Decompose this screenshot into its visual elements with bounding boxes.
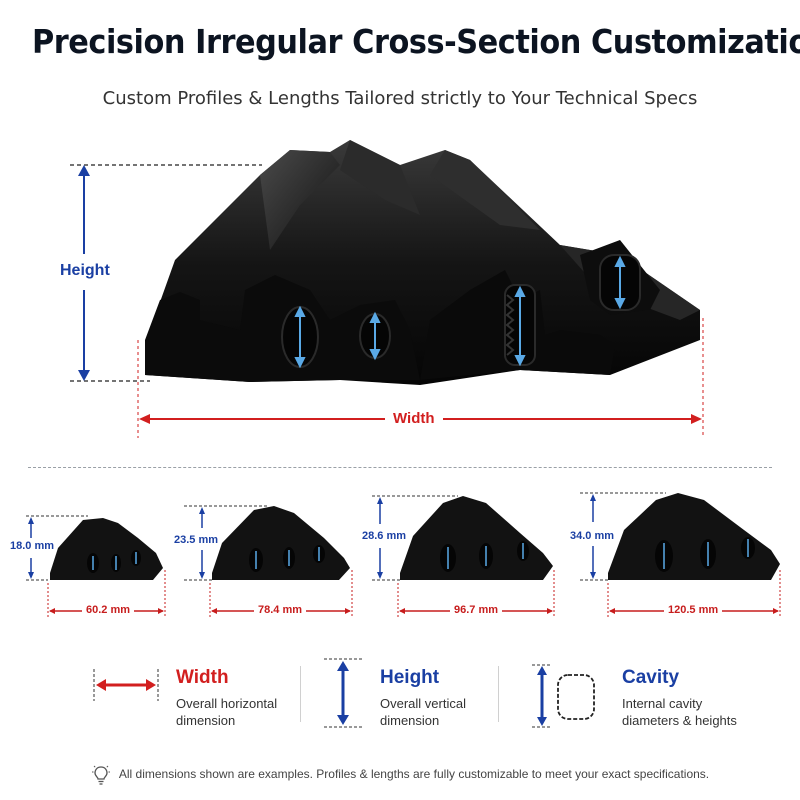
- variant-profile-2: 23.5 mm 78.4 mm: [174, 488, 354, 628]
- page-subtitle: Custom Profiles & Lengths Tailored stric…: [102, 88, 698, 109]
- height-label: Height: [60, 262, 110, 279]
- footnote: All dimensions shown are examples. Profi…: [0, 764, 800, 786]
- variant-profile-3: 28.6 mm 96.7 mm: [358, 488, 555, 628]
- variant-profile-drawing: [372, 495, 555, 618]
- legend-cavity-title: Cavity: [622, 667, 680, 688]
- hero-profile-illustration: [70, 140, 704, 438]
- variant-profile-drawing: [580, 492, 781, 618]
- lightbulb-icon: [91, 765, 110, 785]
- width-arrow-icon: [93, 669, 159, 701]
- width-label: Width: [385, 410, 443, 427]
- legend-separator: [498, 666, 499, 722]
- variant-profile-drawing: [184, 505, 353, 618]
- legend-width-title: Width: [176, 667, 229, 688]
- variant-width-value: 120.5 mm: [664, 604, 723, 616]
- variant-height-value: 34.0 mm: [570, 530, 615, 542]
- variant-height-value: 23.5 mm: [174, 534, 219, 546]
- variant-width-value: 78.4 mm: [254, 604, 307, 616]
- section-divider: [28, 467, 772, 468]
- variant-height-value: 28.6 mm: [362, 530, 407, 542]
- variant-width-value: 96.7 mm: [450, 604, 503, 616]
- legend-height-title: Height: [380, 667, 440, 688]
- variant-profile-4: 34.0 mm 120.5 mm: [566, 488, 792, 628]
- variant-width-value: 60.2 mm: [82, 604, 135, 616]
- cavity-icon: [532, 664, 595, 728]
- legend-separator: [300, 666, 301, 722]
- footnote-text: All dimensions shown are examples. Profi…: [118, 767, 710, 782]
- height-arrow-icon: [324, 658, 362, 728]
- page-title: Precision Irregular Cross-Section Custom…: [32, 22, 800, 61]
- variant-height-value: 18.0 mm: [10, 540, 55, 552]
- variant-profile-drawing: [26, 515, 166, 618]
- variant-profile-1: 18.0 mm 60.2 mm: [8, 488, 188, 628]
